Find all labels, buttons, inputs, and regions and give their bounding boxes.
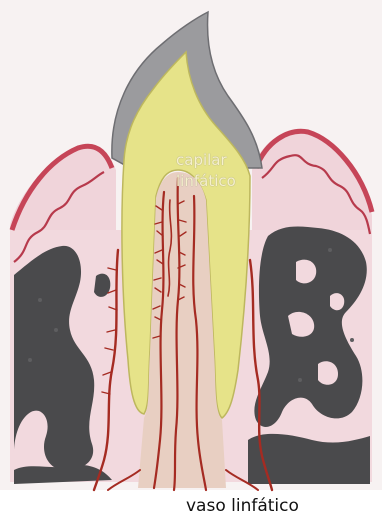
capillary-label: capilar linfático xyxy=(176,150,236,192)
alveolar-bone-right-lower xyxy=(248,434,370,484)
capillary-label-line-1: capilar xyxy=(176,150,236,171)
lymph-vessel-label: vaso linfático xyxy=(186,496,299,516)
capillary-label-line-2: linfático xyxy=(176,171,236,192)
bone-marrow-space-4 xyxy=(330,293,344,310)
